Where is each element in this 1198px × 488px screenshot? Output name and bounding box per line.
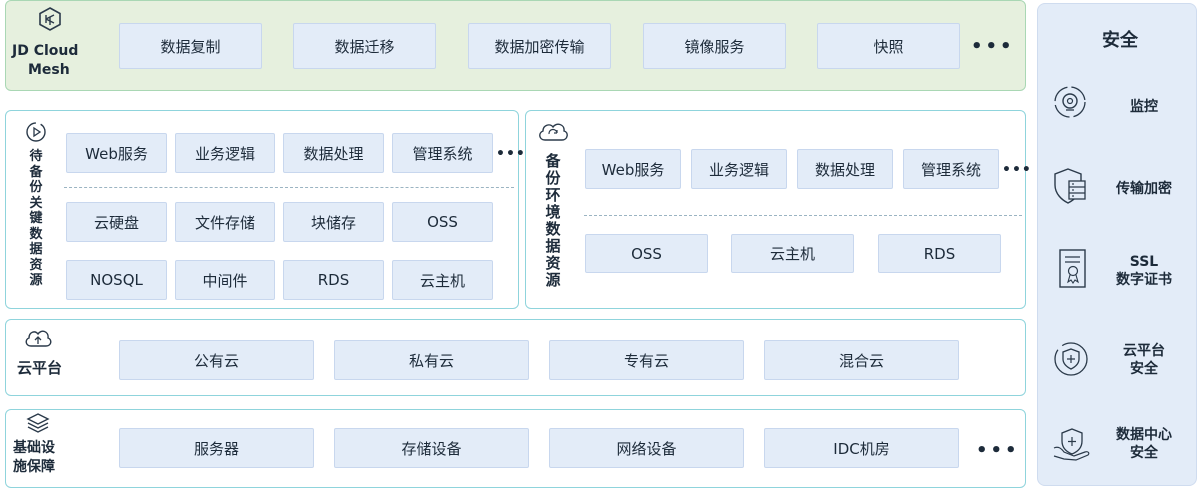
mesh-panel: JD Cloud Mesh 数据复制 数据迁移 数据加密传输 镜像服务 快照 •… xyxy=(5,0,1026,91)
env-apps-more-dots: ••• xyxy=(1002,162,1032,178)
mesh-item-data-replication[interactable]: 数据复制 xyxy=(119,23,262,69)
infra-server[interactable]: 服务器 xyxy=(119,428,314,468)
cloud-public[interactable]: 公有云 xyxy=(119,340,314,380)
certificate-icon xyxy=(1058,248,1088,294)
infra-more-dots: ••• xyxy=(976,440,1020,461)
cloud-upload-icon xyxy=(23,328,53,354)
shield-server-icon xyxy=(1052,166,1090,210)
mesh-title-line1: JD Cloud xyxy=(12,43,79,59)
mesh-title-line2: Mesh xyxy=(28,62,70,78)
source-storage-middleware[interactable]: 中间件 xyxy=(175,260,275,300)
source-apps-more-dots: ••• xyxy=(496,146,526,162)
shield-circle-icon xyxy=(1052,340,1090,382)
source-storage-oss[interactable]: OSS xyxy=(392,202,493,242)
mesh-logo-icon xyxy=(37,6,63,36)
cloud-platform-panel: 云平台 公有云 私有云 专有云 混合云 xyxy=(5,319,1026,396)
hand-shield-icon xyxy=(1052,426,1092,466)
backup-source-panel: 待 备 份 关 键 数 据 资 源 Web服务 业务逻辑 数据处理 管理系统 •… xyxy=(5,110,525,309)
source-app-data-processing[interactable]: 数据处理 xyxy=(283,133,384,173)
security-transfer-encryption-label: 传输加密 xyxy=(1116,181,1172,197)
security-cloud-platform-label: 云平台 安全 xyxy=(1123,343,1165,377)
security-item-transfer-encryption[interactable]: 传输加密 xyxy=(1038,166,1198,226)
cloud-private[interactable]: 私有云 xyxy=(334,340,529,380)
security-item-data-center[interactable]: 数据中心 安全 xyxy=(1038,426,1198,486)
env-storage-cloud-host[interactable]: 云主机 xyxy=(731,234,854,273)
source-app-web[interactable]: Web服务 xyxy=(66,133,167,173)
infra-title-line2: 施保障 xyxy=(13,459,55,475)
mesh-item-encrypted-transfer[interactable]: 数据加密传输 xyxy=(468,23,611,69)
env-app-data-processing[interactable]: 数据处理 xyxy=(797,149,893,189)
env-app-management[interactable]: 管理系统 xyxy=(903,149,999,189)
cloud-platform-title: 云平台 xyxy=(17,359,63,377)
backup-source-title: 待 备 份 关 键 数 据 资 源 xyxy=(29,149,43,288)
source-storage-nosql[interactable]: NOSQL xyxy=(66,260,167,300)
security-item-monitor[interactable]: 监控 xyxy=(1038,84,1198,144)
env-divider xyxy=(584,215,1022,216)
source-storage-block[interactable]: 块储存 xyxy=(283,202,384,242)
backup-env-title: 备 份 环 境 数 据 资 源 xyxy=(545,152,561,289)
env-storage-oss[interactable]: OSS xyxy=(585,234,708,273)
mesh-item-image-service[interactable]: 镜像服务 xyxy=(643,23,786,69)
source-storage-cloud-host[interactable]: 云主机 xyxy=(392,260,493,300)
cloud-sync-icon xyxy=(536,119,570,149)
security-monitor-label: 监控 xyxy=(1130,99,1158,115)
security-item-ssl-certificate[interactable]: SSL 数字证书 xyxy=(1038,248,1198,308)
mesh-item-snapshot[interactable]: 快照 xyxy=(817,23,960,69)
infra-storage-device[interactable]: 存储设备 xyxy=(334,428,529,468)
security-item-cloud-platform[interactable]: 云平台 安全 xyxy=(1038,340,1198,400)
cloud-dedicated[interactable]: 专有云 xyxy=(549,340,744,380)
infra-title-line1: 基础设 xyxy=(13,440,55,456)
source-storage-rds[interactable]: RDS xyxy=(283,260,384,300)
security-title: 安全 xyxy=(1102,30,1138,51)
play-circle-icon xyxy=(25,121,47,147)
mesh-more-dots: ••• xyxy=(971,36,1015,57)
source-divider xyxy=(64,187,514,188)
monitor-icon xyxy=(1052,84,1088,124)
source-storage-cloud-disk[interactable]: 云硬盘 xyxy=(66,202,167,242)
cloud-hybrid[interactable]: 混合云 xyxy=(764,340,959,380)
source-storage-file[interactable]: 文件存储 xyxy=(175,202,275,242)
env-app-web[interactable]: Web服务 xyxy=(585,149,681,189)
mesh-item-data-migration[interactable]: 数据迁移 xyxy=(293,23,436,69)
infra-idc-room[interactable]: IDC机房 xyxy=(764,428,959,468)
source-app-management[interactable]: 管理系统 xyxy=(392,133,493,173)
source-app-business-logic[interactable]: 业务逻辑 xyxy=(175,133,275,173)
layers-icon xyxy=(25,412,51,440)
backup-env-panel: 备 份 环 境 数 据 资 源 Web服务 业务逻辑 数据处理 管理系统 •••… xyxy=(525,110,1031,309)
env-storage-rds[interactable]: RDS xyxy=(878,234,1001,273)
env-app-business-logic[interactable]: 业务逻辑 xyxy=(691,149,787,189)
infra-network-device[interactable]: 网络设备 xyxy=(549,428,744,468)
security-data-center-label: 数据中心 安全 xyxy=(1116,427,1172,461)
security-panel: 安全 监控 传输加密 xyxy=(1037,3,1197,486)
infrastructure-panel: 基础设 施保障 服务器 存储设备 网络设备 IDC机房 ••• xyxy=(5,409,1026,488)
security-ssl-label: SSL 数字证书 xyxy=(1116,254,1172,288)
